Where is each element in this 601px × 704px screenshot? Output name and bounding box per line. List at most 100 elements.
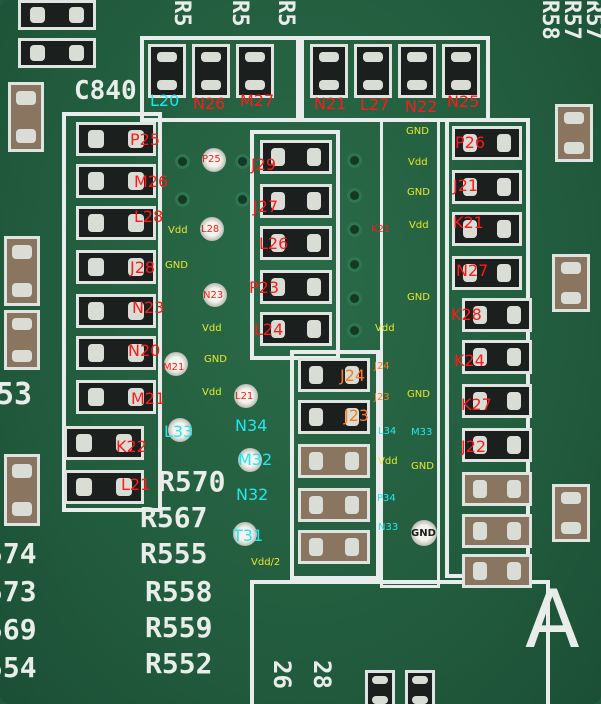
pin-label: T31: [233, 526, 264, 545]
smd-capacitor: [462, 554, 532, 588]
silkscreen-text: R58: [537, 0, 562, 40]
pin-label-small: Vdd/2: [251, 557, 281, 568]
via: [238, 448, 262, 472]
pin-label: N23: [132, 298, 165, 317]
silkscreen-outline: [250, 130, 340, 360]
silkscreen-text: 26: [268, 660, 296, 689]
pin-label: J29: [251, 155, 277, 174]
pin-label: J21: [453, 176, 479, 195]
pin-label-small: GND: [411, 461, 434, 472]
smd-component: [76, 294, 156, 328]
smd-component: [192, 44, 230, 98]
smd-component: [260, 184, 332, 218]
smd-component: [462, 384, 532, 418]
smd-component: [260, 226, 332, 260]
via: [411, 520, 437, 546]
via: [164, 352, 188, 376]
silkscreen-text: 573: [0, 575, 37, 608]
pin-label: M26: [134, 172, 169, 191]
pin-label-small: N23: [203, 290, 224, 301]
silkscreen-text: R5: [169, 0, 194, 27]
smd-component: [452, 126, 522, 160]
pin-label-small: Vdd: [408, 157, 428, 168]
pin-label-small: GND: [411, 528, 436, 539]
smd-capacitor: [4, 454, 40, 526]
smd-component: [64, 470, 144, 504]
pin-label-small: J23: [374, 392, 390, 403]
smd-component: [76, 250, 156, 284]
pin-label: P23: [249, 278, 280, 297]
via: [200, 217, 224, 241]
smd-component: [398, 44, 436, 98]
pin-label-small: GND: [204, 354, 227, 365]
pin-label: N32: [236, 485, 269, 504]
smd-component: [354, 44, 392, 98]
silkscreen-text: R559: [145, 611, 213, 644]
pin-label: P25: [130, 130, 161, 149]
silkscreen-text: 554: [0, 651, 37, 684]
pin-label: N21: [314, 94, 347, 113]
pin-label: M21: [131, 389, 166, 408]
silkscreen-outline: [250, 580, 550, 704]
smd-capacitor: [462, 472, 532, 506]
pin-label-small: GND: [407, 187, 430, 198]
pin-label: L27: [360, 95, 390, 114]
smd-component: [76, 122, 156, 156]
pin-label: L26: [259, 234, 289, 253]
smd-capacitor: [552, 254, 590, 312]
silkscreen-text: 53: [0, 377, 33, 412]
test-point: [350, 156, 359, 165]
via: [168, 418, 192, 442]
silkscreen-text: 569: [0, 613, 37, 646]
silkscreen-text: R552: [145, 647, 213, 680]
smd-component: [76, 380, 156, 414]
pin-label: L20: [150, 91, 180, 110]
smd-component: [260, 312, 332, 346]
smd-component: [298, 358, 370, 392]
test-point: [350, 260, 359, 269]
pin-label-small: Vdd: [202, 387, 222, 398]
test-point: [350, 294, 359, 303]
smd-capacitor: [298, 488, 370, 522]
pin-label: N25: [447, 92, 480, 111]
pin-label-small: K21: [371, 224, 391, 235]
test-point: [350, 191, 359, 200]
pin-label: K22: [116, 437, 147, 456]
silkscreen-text: 574: [0, 537, 37, 570]
pin-label-small: P25: [202, 154, 221, 165]
smd-component: [452, 170, 522, 204]
pin-label: N22: [405, 97, 438, 116]
pin-label: L21: [121, 475, 151, 494]
smd-component: [148, 44, 186, 98]
pin-label: L24: [254, 320, 284, 339]
pin-label: J28: [130, 258, 156, 277]
smd-component: [310, 44, 348, 98]
silkscreen-text: R570: [158, 465, 226, 498]
via: [202, 148, 226, 172]
pin-label: K21: [453, 213, 484, 232]
pin-label-small: GND: [165, 260, 188, 271]
pin-label: K27: [461, 395, 492, 414]
pin-label: J24: [340, 366, 366, 385]
smd-component: [260, 270, 332, 304]
smd-component: [405, 670, 435, 704]
smd-component: [365, 670, 395, 704]
pin-label-small: Vdd: [378, 456, 398, 467]
pin-label: M27: [240, 91, 275, 110]
pin-label: N20: [128, 341, 161, 360]
pin-label-small: GND: [407, 389, 430, 400]
smd-capacitor: [298, 530, 370, 564]
pin-label: M32: [238, 450, 273, 469]
via: [233, 522, 257, 546]
pin-label-small: M21: [163, 362, 185, 373]
test-point: [238, 195, 247, 204]
smd-component: [298, 400, 370, 434]
pin-label-small: Vdd: [409, 220, 429, 231]
smd-component: [462, 298, 532, 332]
pin-label: J27: [253, 197, 279, 216]
silkscreen-text: R567: [140, 501, 208, 534]
smd-capacitor: [8, 82, 44, 152]
silkscreen-text: R558: [145, 575, 213, 608]
pin-label: N34: [235, 416, 268, 435]
pin-label: K24: [454, 351, 485, 370]
